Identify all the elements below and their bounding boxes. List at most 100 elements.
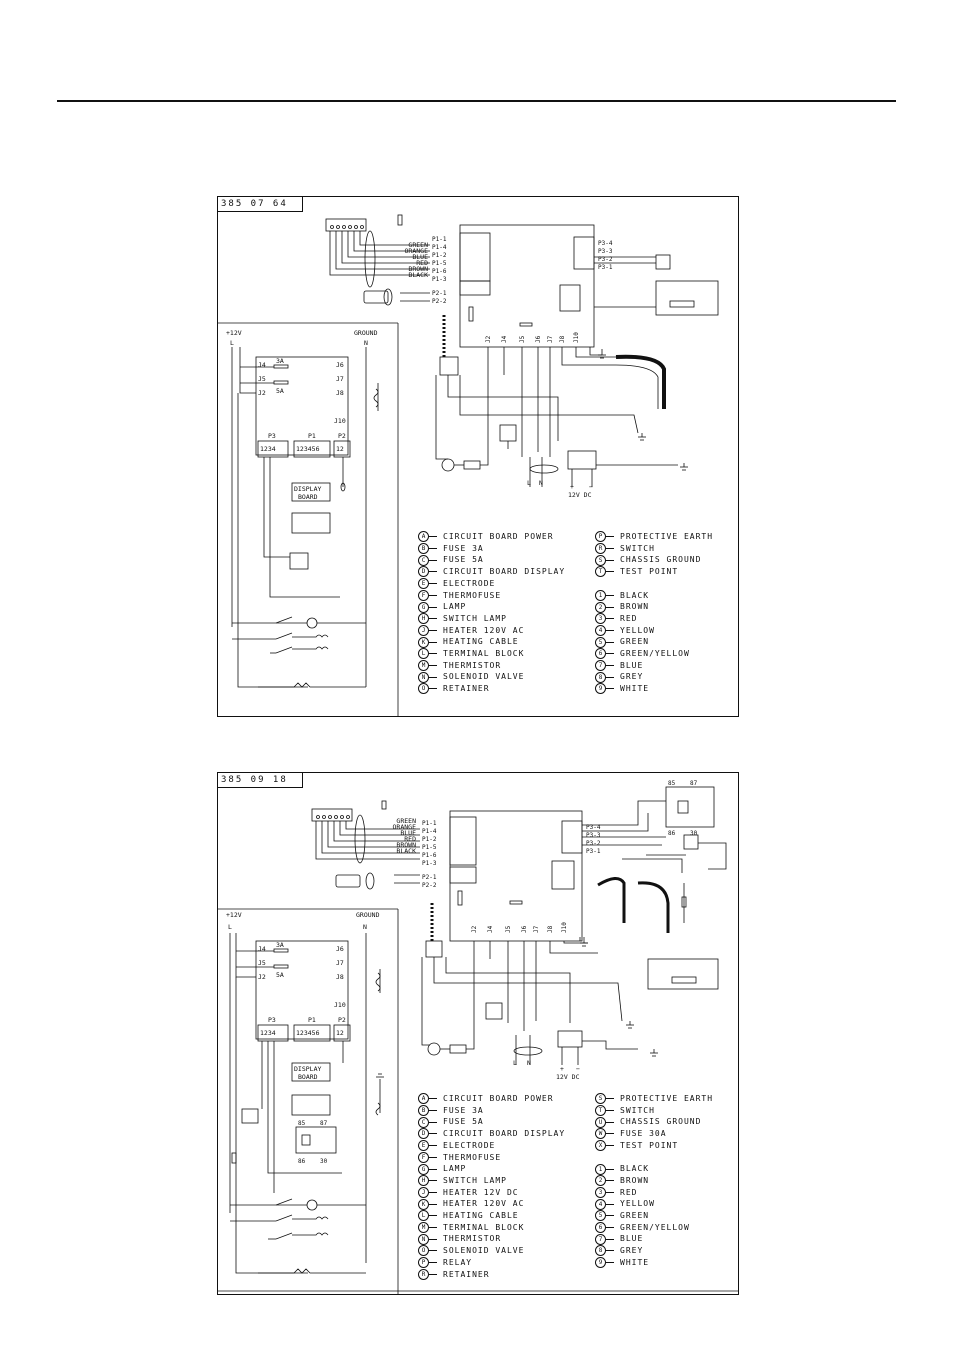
- svg-text:P3-2: P3-2: [586, 840, 601, 847]
- svg-text:GREEN: GREEN: [396, 817, 416, 825]
- svg-text:DISPLAY: DISPLAY: [294, 1065, 321, 1073]
- legend-row: [595, 578, 713, 590]
- legend-key: P: [418, 1257, 429, 1269]
- legend-leader: [429, 1262, 437, 1264]
- svg-text:P1-4: P1-4: [422, 828, 437, 835]
- legend-leader: [606, 676, 614, 678]
- legend-key: D: [418, 566, 429, 578]
- svg-text:J6: J6: [336, 361, 344, 369]
- legend-label: CIRCUIT BOARD DISPLAY: [443, 1129, 566, 1139]
- legend-leader: [429, 1180, 437, 1182]
- svg-text:J6: J6: [535, 335, 542, 343]
- legend-leader: [429, 594, 437, 596]
- svg-text:P1-4: P1-4: [432, 244, 447, 251]
- diagram-code: 385 09 18: [218, 773, 303, 788]
- legend-key: M: [418, 660, 429, 672]
- svg-text:N: N: [527, 1059, 531, 1067]
- legend-leader: [429, 1273, 437, 1275]
- legend-leader: [606, 618, 614, 620]
- legend-leader: [429, 559, 437, 561]
- legend-label: ELECTRODE: [443, 1140, 496, 1150]
- wiring-diagram-b: 385 09 18: [217, 772, 739, 1295]
- legend-label: WHITE: [620, 684, 650, 694]
- svg-text:87: 87: [320, 1120, 328, 1127]
- legend-key: T: [595, 566, 606, 578]
- legend-label: BLUE: [620, 660, 644, 670]
- wiring-schematic-b: GREEN ORANGE BLUE RED BROWN BLACK P1-1 P…: [218, 780, 738, 1294]
- svg-text:J2: J2: [258, 973, 266, 981]
- svg-text:12: 12: [336, 445, 344, 453]
- schematic-labels: +12V GROUND L N J4 J5 J2 J6 J7 J8 J10 3A…: [226, 329, 378, 501]
- svg-text:P1-1: P1-1: [432, 236, 447, 243]
- svg-text:P1-5: P1-5: [422, 844, 437, 851]
- legend-label: THERMOFUSE: [443, 1152, 502, 1162]
- legend-key: U: [595, 1116, 606, 1128]
- svg-text:J7: J7: [336, 375, 344, 383]
- legend-label: GREEN/YELLOW: [620, 1222, 690, 1232]
- diagram-code: 385 07 64: [218, 197, 303, 212]
- svg-text:86: 86: [668, 830, 676, 837]
- legend-key: S: [595, 1093, 606, 1105]
- legend-label: SWITCH: [620, 543, 655, 553]
- svg-text:J5: J5: [258, 959, 266, 967]
- legend-label: THERMOFUSE: [443, 590, 502, 600]
- legend-label: GREY: [620, 672, 644, 682]
- legend-label: SWITCH LAMP: [443, 613, 507, 623]
- legend-key: 9: [595, 683, 606, 695]
- header-rule: [57, 100, 896, 102]
- svg-text:P3: P3: [268, 432, 276, 440]
- svg-text:RED: RED: [404, 835, 416, 843]
- legend-row: 9 WHITE: [595, 683, 713, 695]
- power-labels: L N + − 12V DC: [527, 479, 593, 499]
- svg-text:J5: J5: [505, 925, 512, 933]
- legend-leader: [429, 1110, 437, 1112]
- legend-label: BROWN: [620, 1175, 650, 1185]
- legend-key: G: [418, 601, 429, 613]
- legend-label: YELLOW: [620, 1199, 655, 1209]
- svg-text:P3-1: P3-1: [586, 848, 601, 855]
- svg-text:J5: J5: [519, 335, 526, 343]
- legend-label: FUSE 5A: [443, 555, 484, 565]
- legend-leader: [429, 536, 437, 538]
- plug-pins: [330, 225, 364, 229]
- svg-text:123456: 123456: [296, 1029, 320, 1037]
- svg-text:L: L: [230, 339, 234, 347]
- svg-text:−: −: [589, 483, 593, 491]
- legend-label: BLACK: [620, 1164, 650, 1174]
- legend-label: FUSE 5A: [443, 1117, 484, 1127]
- legend-key: K: [418, 636, 429, 648]
- legend-key: H: [418, 1175, 429, 1187]
- svg-text:3A: 3A: [276, 941, 284, 949]
- legend-label: HEATER 12V DC: [443, 1187, 519, 1197]
- legend-key: D: [418, 1128, 429, 1140]
- legend-label: ELECTRODE: [443, 578, 496, 588]
- connector-plug: [311, 808, 353, 822]
- legend-key: O: [418, 1245, 429, 1257]
- legend-leader: [606, 1133, 614, 1135]
- legend-leader: [606, 1215, 614, 1217]
- svg-text:P2: P2: [338, 1016, 346, 1024]
- legend-label: GREEN: [620, 637, 650, 647]
